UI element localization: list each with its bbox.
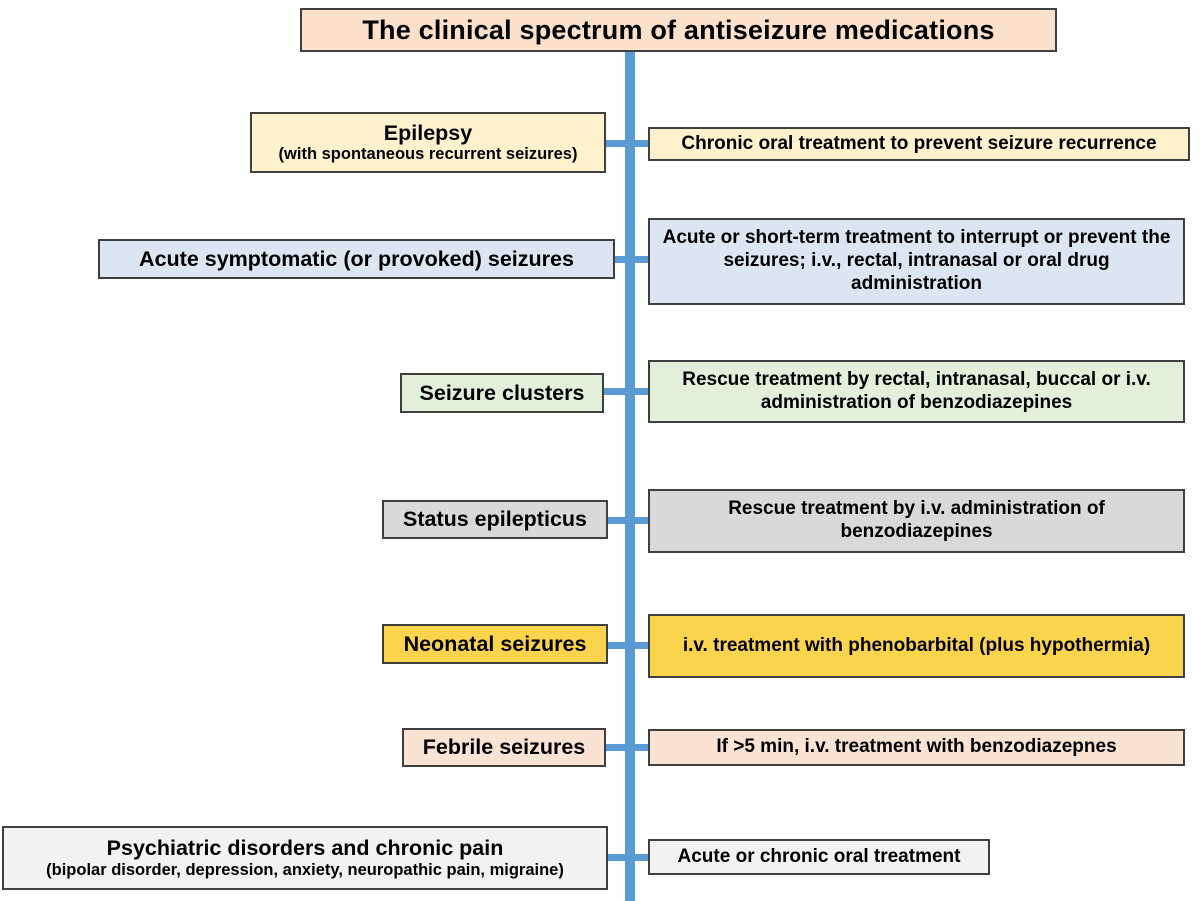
condition-box-seizure-clusters: Seizure clusters (400, 373, 604, 413)
condition-label: Neonatal seizures (403, 631, 587, 656)
treatment-label: Rescue treatment by i.v. administration … (728, 498, 1105, 542)
treatment-label: If >5 min, i.v. treatment with benzodiaz… (716, 736, 1117, 758)
condition-sublabel: (bipolar disorder, depression, anxiety, … (46, 860, 564, 879)
condition-label: Status epilepticus (403, 507, 587, 532)
row-connector-neonatal (604, 642, 652, 649)
row-connector-acute-symptomatic (611, 256, 652, 263)
condition-box-febrile: Febrile seizures (402, 728, 606, 767)
row-connector-status-epilepticus (604, 517, 652, 524)
condition-label: Febrile seizures (422, 735, 586, 760)
condition-label: Psychiatric disorders and chronic pain (106, 836, 504, 861)
treatment-box-acute-symptomatic: Acute or short-term treatment to interru… (648, 218, 1185, 305)
treatment-label: Chronic oral treatment to prevent seizur… (681, 132, 1157, 154)
condition-sublabel: (with spontaneous recurrent seizures) (278, 145, 578, 164)
condition-box-status-epilepticus: Status epilepticus (382, 500, 608, 539)
treatment-label: Acute or short-term treatment to interru… (662, 227, 1171, 294)
condition-box-psychiatric: Psychiatric disorders and chronic pain (… (2, 826, 608, 890)
treatment-box-epilepsy: Chronic oral treatment to prevent seizur… (648, 127, 1190, 161)
row-connector-epilepsy (602, 140, 652, 147)
condition-box-epilepsy: Epilepsy (with spontaneous recurrent sei… (250, 112, 606, 173)
row-connector-febrile (602, 744, 652, 751)
diagram-title: The clinical spectrum of antiseizure med… (300, 8, 1057, 52)
condition-label: Seizure clusters (419, 380, 585, 405)
treatment-box-psychiatric: Acute or chronic oral treatment (648, 839, 990, 875)
condition-label: Acute symptomatic (or provoked) seizures (139, 246, 574, 271)
treatment-box-status-epilepticus: Rescue treatment by i.v. administration … (648, 489, 1185, 553)
treatment-box-febrile: If >5 min, i.v. treatment with benzodiaz… (648, 729, 1185, 766)
treatment-label: i.v. treatment with phenobarbital (plus … (682, 634, 1151, 656)
row-connector-psychiatric (604, 854, 652, 861)
treatment-label: Rescue treatment by rectal, intranasal, … (682, 368, 1151, 413)
condition-box-acute-symptomatic: Acute symptomatic (or provoked) seizures (98, 239, 615, 279)
condition-box-neonatal: Neonatal seizures (382, 624, 608, 664)
treatment-box-seizure-clusters: Rescue treatment by rectal, intranasal, … (648, 360, 1185, 423)
timeline-line (625, 50, 635, 901)
treatment-label: Acute or chronic oral treatment (677, 845, 961, 867)
treatment-box-neonatal: i.v. treatment with phenobarbital (plus … (648, 614, 1185, 678)
row-connector-seizure-clusters (600, 388, 652, 395)
condition-label: Epilepsy (383, 120, 473, 145)
